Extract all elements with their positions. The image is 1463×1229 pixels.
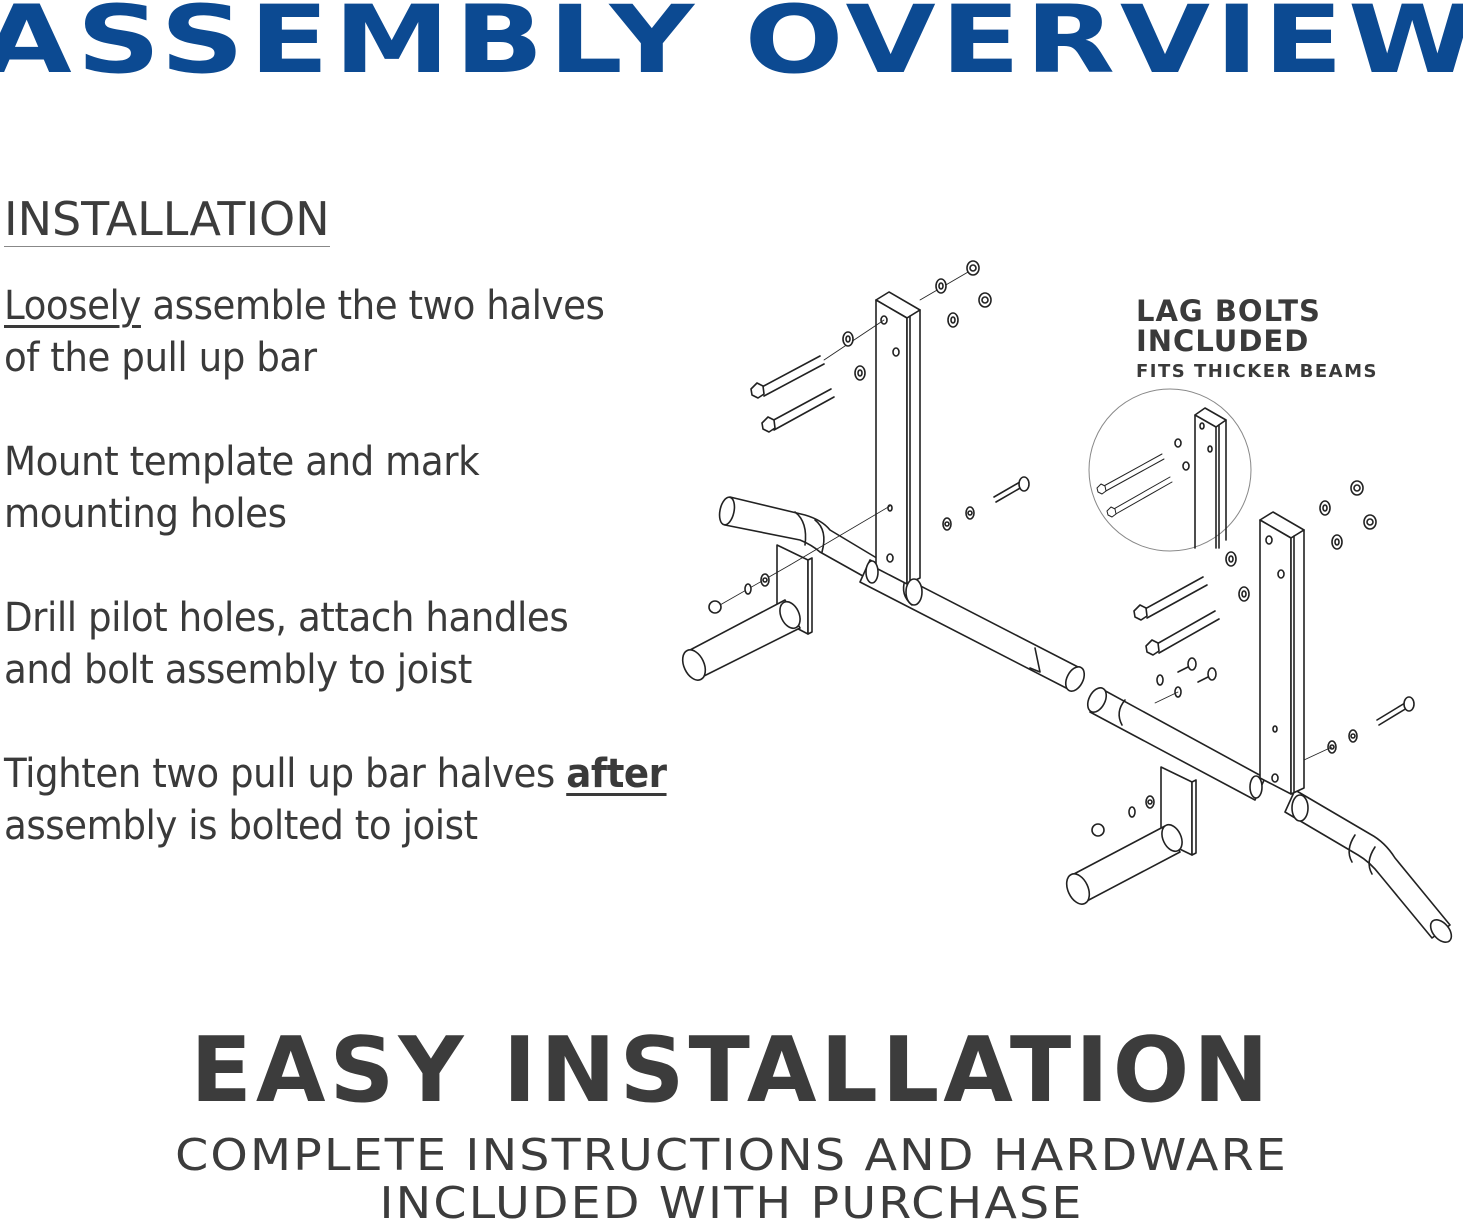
bolt-icon	[750, 355, 825, 399]
bolt-icon	[761, 388, 835, 433]
bolt-icon	[1133, 576, 1208, 621]
emphasis-loosely: Loosely	[4, 283, 141, 329]
bolt-icon	[1145, 610, 1220, 656]
step-4-text: Tighten two pull up bar halves	[4, 751, 567, 797]
footer-subtitle-line2: INCLUDED WITH PURCHASE	[379, 1178, 1084, 1229]
step-4-line2: assembly is bolted to joist	[4, 803, 478, 849]
footer-title: EASY INSTALLATION	[190, 1018, 1273, 1123]
step-2-line1: Mount template and mark	[4, 439, 480, 485]
step-2-line2: mounting holes	[4, 491, 287, 537]
lag-bolts-callout: LAG BOLTS INCLUDED FITS THICKER BEAMS	[1136, 296, 1378, 388]
lag-bolt-detail	[1088, 388, 1252, 552]
installation-heading: INSTALLATION	[4, 192, 330, 247]
step-3-line1: Drill pilot holes, attach handles	[4, 595, 569, 641]
step-2: Mount template and mark mounting holes	[4, 436, 480, 540]
step-1: Loosely assemble the two halves of the p…	[4, 280, 605, 384]
page-title: ASSEMBLY OVERVIEW	[0, 0, 1463, 95]
left-bar-half	[681, 260, 1086, 692]
callout-line2: INCLUDED	[1136, 324, 1310, 358]
callout-line3: FITS THICKER BEAMS	[1136, 361, 1378, 382]
callout-line1: LAG BOLTS	[1136, 294, 1321, 328]
step-1-line2: of the pull up bar	[4, 335, 317, 381]
step-4: Tighten two pull up bar halves after ass…	[4, 748, 667, 852]
right-bar-half	[1065, 480, 1453, 944]
step-1-text: assemble the two halves	[140, 283, 605, 329]
emphasis-after: after	[566, 751, 667, 797]
step-3-line2: and bolt assembly to joist	[4, 647, 472, 693]
footer-subtitle-line1: COMPLETE INSTRUCTIONS AND HARDWARE	[175, 1130, 1288, 1181]
step-3: Drill pilot holes, attach handles and bo…	[4, 592, 569, 696]
